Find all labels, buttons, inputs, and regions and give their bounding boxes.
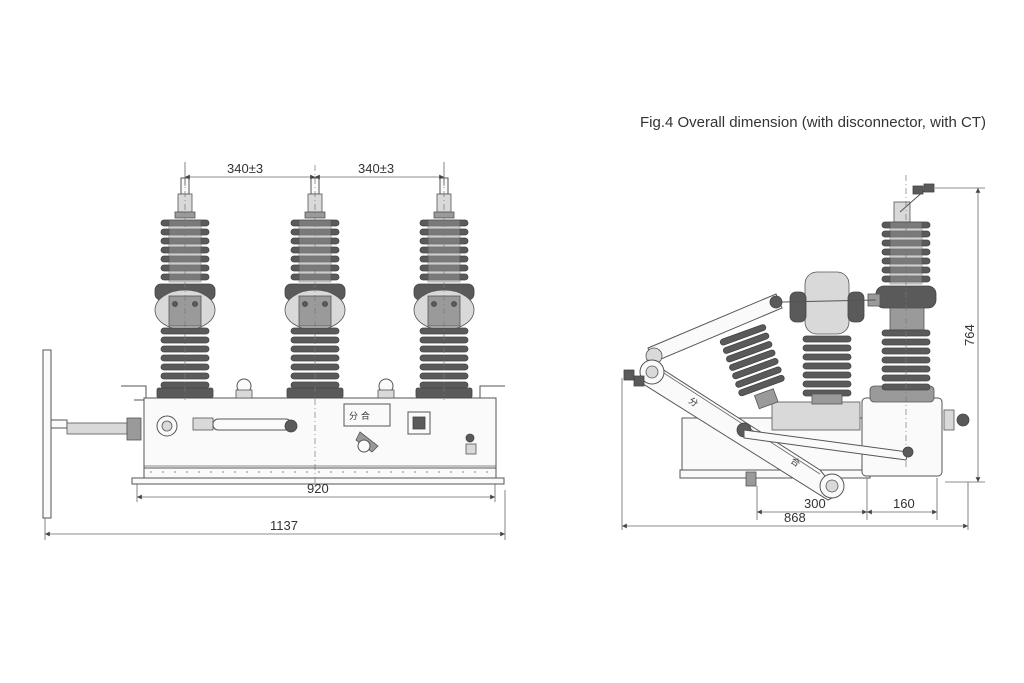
open-close-panel xyxy=(343,403,391,427)
dim-mount-width: 920 xyxy=(307,481,329,496)
dim-pitch-left: 340±3 xyxy=(227,161,263,176)
dim-pitch-right: 340±3 xyxy=(358,161,394,176)
mechanism-housing xyxy=(143,397,497,469)
dim-offset-a: 300 xyxy=(804,496,826,511)
open-close-label: 分 合 xyxy=(349,410,370,422)
mounting-plate xyxy=(42,349,52,519)
dim-depth: 868 xyxy=(784,510,806,525)
interrupter-housing xyxy=(804,271,850,335)
front-view: 分 合 340±3 340±3 xyxy=(42,161,506,540)
current-transformer xyxy=(861,397,943,477)
dim-offset-b: 160 xyxy=(893,496,915,511)
dim-overall-width: 1137 xyxy=(270,518,298,533)
disconnector-insulator xyxy=(719,323,786,410)
figure-caption: Fig.4 Overall dimension (with disconnect… xyxy=(640,114,986,131)
side-pole xyxy=(867,201,937,391)
operating-shaft xyxy=(66,422,128,435)
dim-height: 764 xyxy=(962,324,977,346)
side-view: 分 合 764 300 160 868 xyxy=(621,175,985,530)
